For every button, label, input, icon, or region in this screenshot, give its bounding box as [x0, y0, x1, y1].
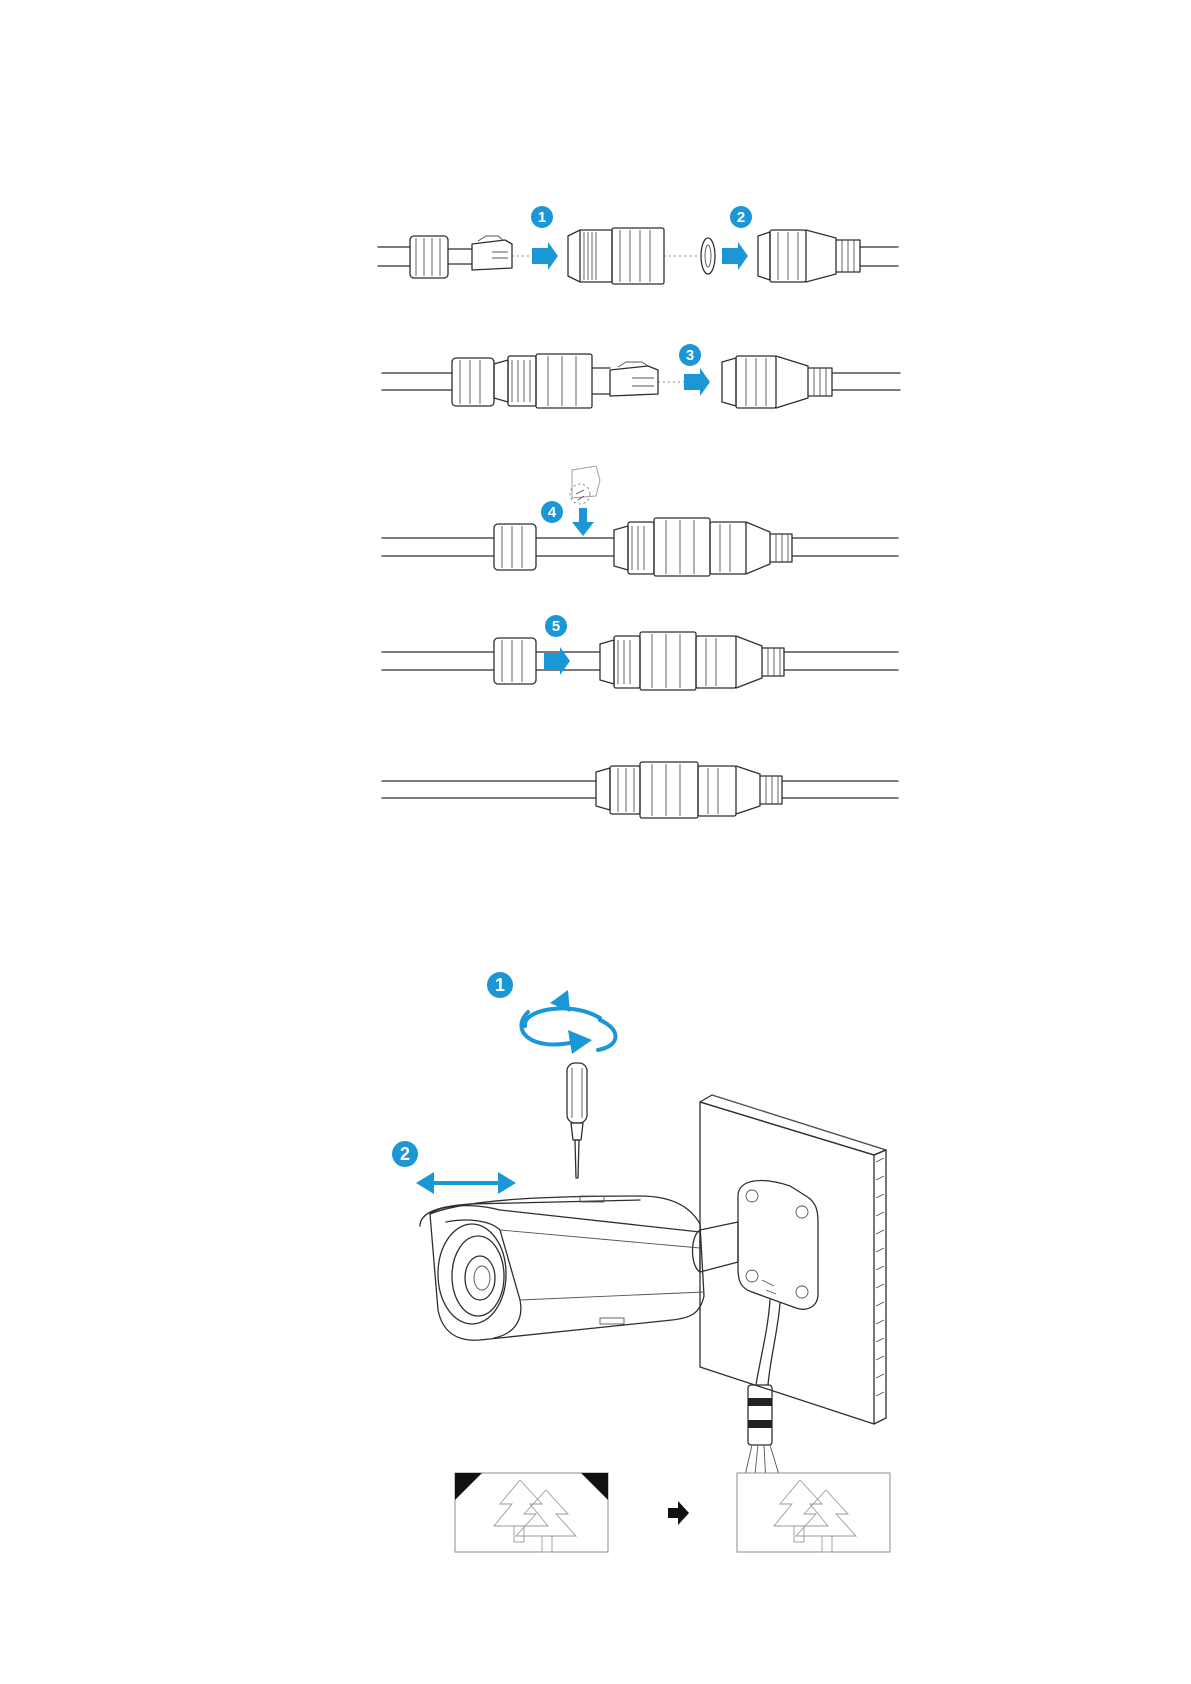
connector-row-5	[382, 762, 898, 818]
install-step-1-label: 1	[495, 975, 505, 995]
connector-row-1: 1 2	[378, 206, 898, 284]
rotate-arrows-icon	[521, 990, 615, 1054]
image-before	[455, 1473, 608, 1552]
wall-mount	[693, 1181, 819, 1310]
step-1-label: 1	[538, 209, 546, 226]
step-3-label: 3	[686, 347, 694, 364]
install-step-2-label: 2	[400, 1144, 410, 1164]
right-arrow-icon	[668, 1501, 689, 1525]
step-5-label: 5	[552, 618, 560, 635]
step-4-label: 4	[548, 504, 557, 521]
connector-row-4: 5	[382, 615, 898, 690]
screwdriver	[567, 1063, 587, 1178]
step-2-label: 2	[737, 209, 745, 226]
bullet-camera	[420, 1196, 704, 1340]
connector-row-3: 4	[382, 466, 898, 576]
double-arrow-icon	[416, 1172, 516, 1194]
connector-row-2: 3	[382, 344, 900, 408]
wall	[700, 1095, 886, 1424]
image-after	[737, 1473, 890, 1552]
camera-install-figure: 1 2	[392, 972, 890, 1552]
